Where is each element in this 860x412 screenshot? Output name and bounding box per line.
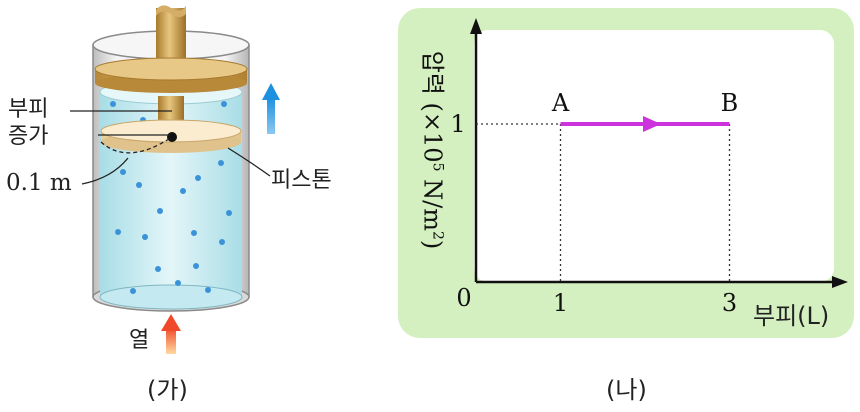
chart-marks: A B 0 1 3 1 [450,89,738,317]
y-axis-label-unit: N/m [418,179,447,231]
axes [470,18,848,288]
caption-na: (나) [606,376,647,404]
label-heat: 열 [129,328,150,353]
y-axis-label-main: 압력 [418,50,447,95]
label-distance: 0.1 m [6,170,72,196]
y-axis-label: 압력 (×105 N/m2) [418,51,453,250]
label-volume-line2: 증가 [8,124,49,149]
y-axis-label-unit-exp: 2 [429,230,446,240]
point-label-B: B [721,89,739,117]
y-axis-label-close: ) [418,239,447,250]
label-piston: 피스톤 [271,168,332,193]
label-volume-line1: 부피 [8,97,49,122]
y-axis-label-exp: 5 [429,162,446,172]
x-axis-label: 부피(L) [753,302,830,330]
direction-arrow-icon [643,116,661,132]
heat-arrow-icon [161,314,181,354]
up-arrow-icon [262,83,280,134]
leader-lines [70,110,271,185]
caption-ga: (가) [147,376,188,404]
point-label-A: A [551,89,570,117]
upper-piston-disk [94,57,248,93]
y-tick-label-1: 1 [450,110,465,138]
x-tick-label-1: 1 [553,289,568,317]
x-tick-label-0: 0 [456,284,471,312]
y-axis-label-exp-base: (×10 [418,102,447,163]
gas-particles [110,101,232,294]
piston [100,119,242,154]
plot-area [474,30,834,282]
x-tick-label-3: 3 [722,289,737,317]
